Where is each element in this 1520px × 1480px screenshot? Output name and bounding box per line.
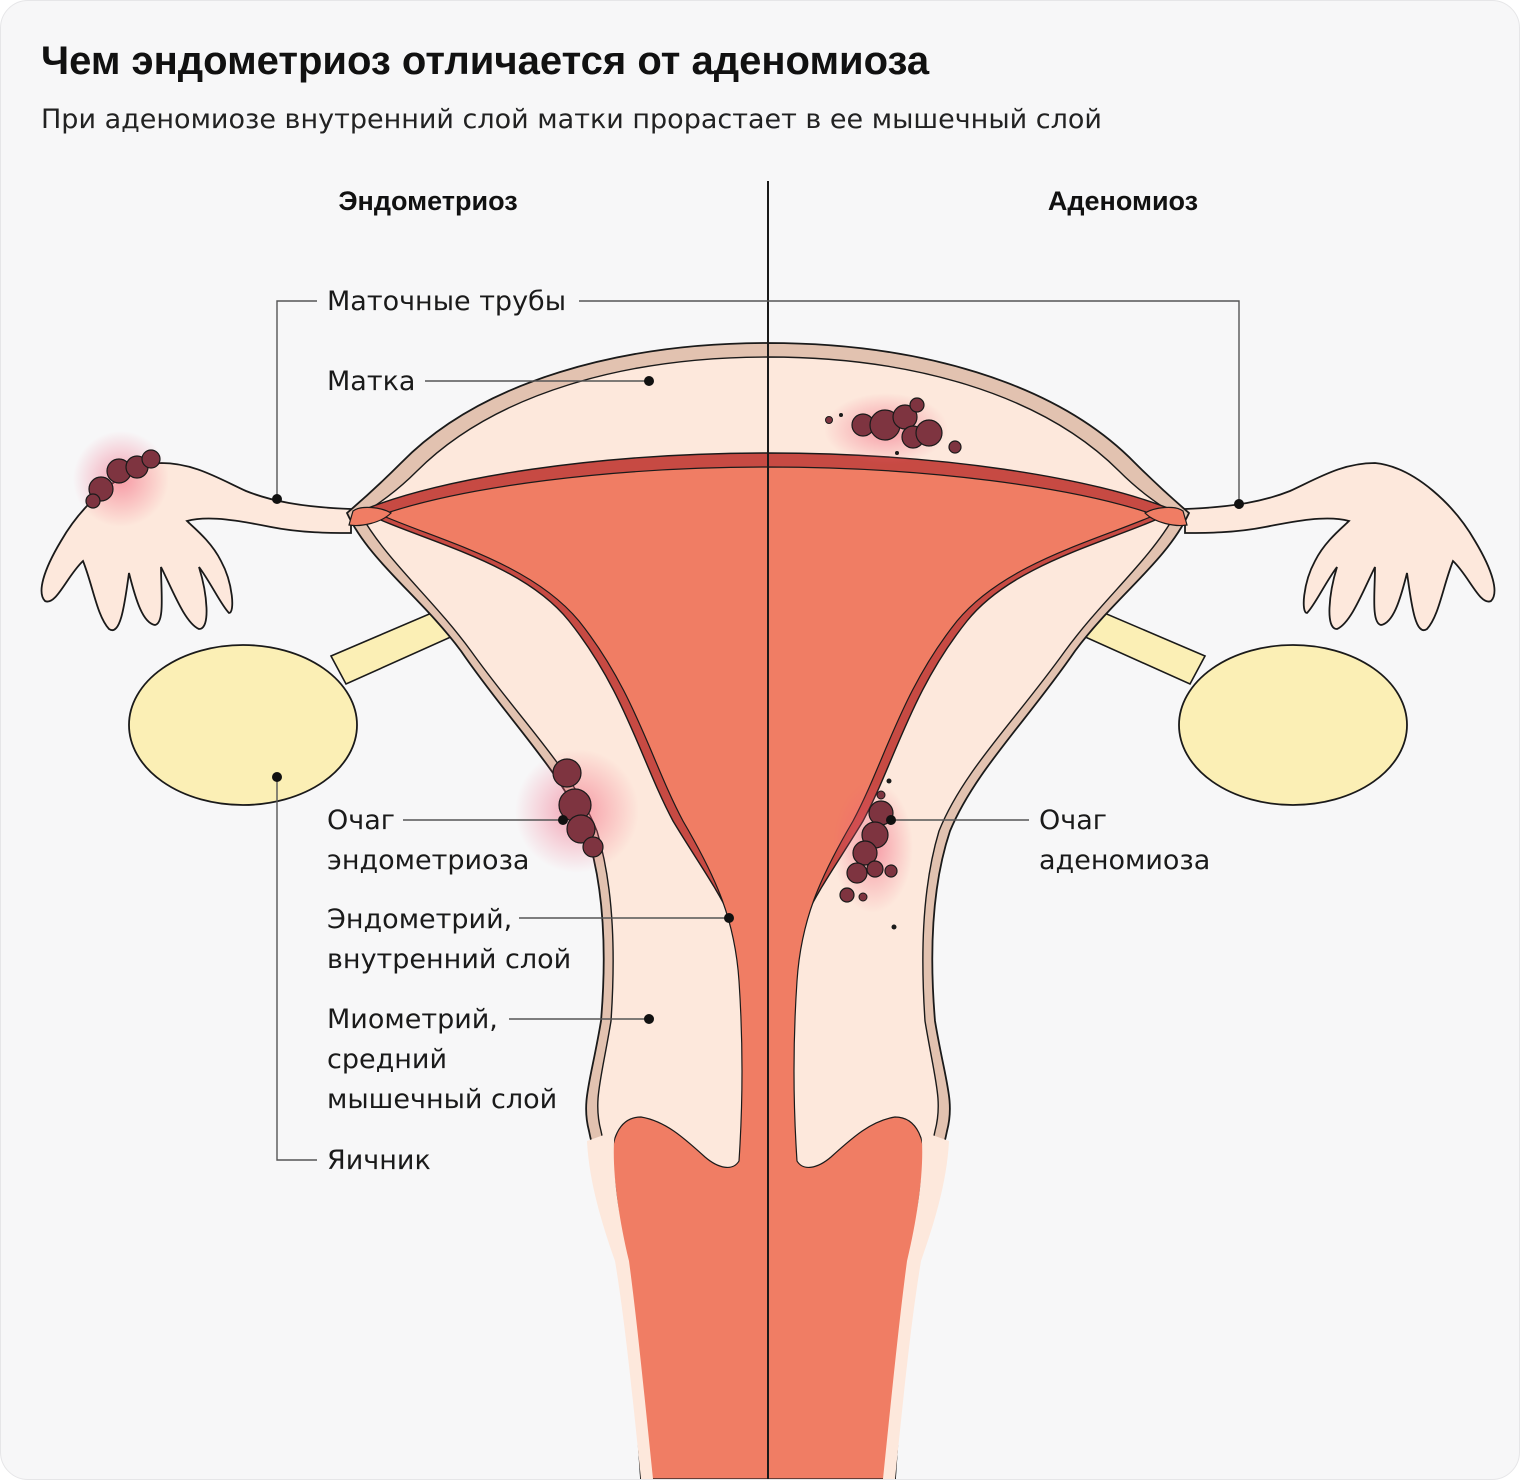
cornua	[348, 506, 392, 527]
cervix-tissue	[587, 1131, 653, 1479]
adenomyosis-lesion-icon	[824, 393, 962, 930]
page-subtitle: При аденомиозе внутренний слой матки про…	[41, 104, 1102, 135]
label-uterus: Матка	[327, 366, 415, 397]
page-title: Чем эндометриоз отличается от аденомиоза	[41, 39, 930, 83]
left-panel-heading: Эндометриоз	[338, 186, 517, 216]
leader-dots	[272, 376, 1244, 1024]
label-myometrium-line3: мышечный слой	[327, 1084, 557, 1115]
anatomy-half	[40, 342, 769, 1479]
endometriosis-lesion-icon	[73, 431, 639, 873]
label-endometrium-line2: внутренний слой	[327, 944, 571, 975]
label-adeno-focus-line2: аденомиоза	[1039, 845, 1210, 876]
label-endo-focus-line1: Очаг	[327, 805, 395, 836]
label-endo-focus-line2: эндометриоза	[327, 845, 529, 876]
label-myometrium-line1: Миометрий,	[327, 1004, 498, 1035]
ovary	[128, 644, 358, 806]
label-endometrium-line1: Эндометрий,	[327, 904, 512, 935]
right-panel-heading: Аденомиоз	[1048, 186, 1198, 216]
label-adeno-focus-line1: Очаг	[1039, 805, 1107, 836]
label-ovary: Яичник	[327, 1145, 431, 1176]
label-myometrium-line2: средний	[327, 1044, 447, 1075]
leader-lines	[276, 300, 1240, 1161]
label-tubes: Маточные трубы	[327, 286, 566, 317]
